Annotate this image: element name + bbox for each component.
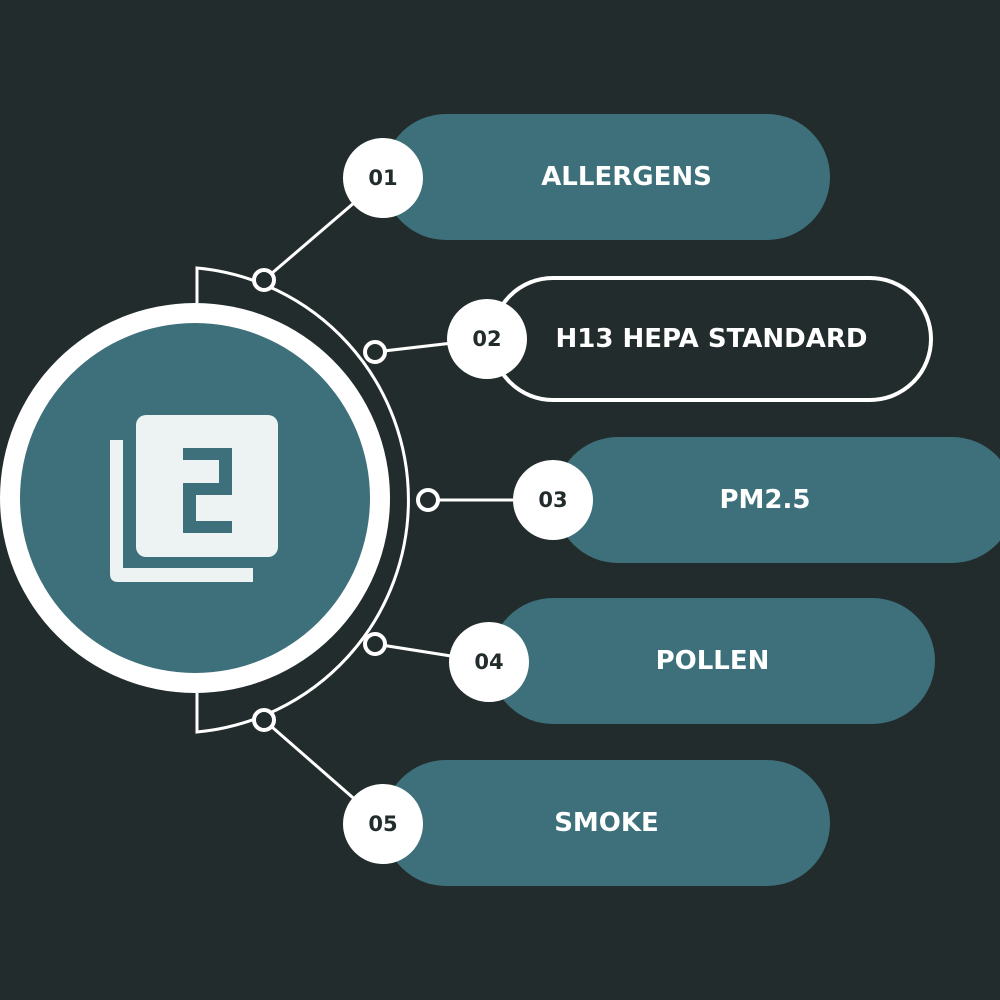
item-number-badge: 03 [513,460,593,540]
node-dot-3 [416,488,440,512]
node-dot-5 [252,708,276,732]
node-dot-4 [363,632,387,656]
node-dot-2 [363,340,387,364]
item-label: SMOKE [554,808,659,838]
item-pill-4: POLLEN [490,598,935,724]
center-circle [0,303,390,693]
item-pill-3: PM2.5 [555,437,1000,563]
node-dot-1 [252,268,276,292]
item-number-badge: 01 [343,138,423,218]
item-label: PM2.5 [719,485,811,515]
item-pill-1: ALLERGENS [383,114,830,240]
item-pill-5: SMOKE [383,760,830,886]
numbered-layers-2-icon [110,415,278,582]
item-label: POLLEN [655,646,770,676]
item-label: H13 HEPA STANDARD [555,324,868,354]
item-pill-2: H13 HEPA STANDARD [490,276,933,402]
item-label: ALLERGENS [541,162,712,192]
item-number-badge: 05 [343,784,423,864]
item-number-badge: 02 [447,299,527,379]
arc-connector [195,266,410,734]
item-number-badge: 04 [449,622,529,702]
